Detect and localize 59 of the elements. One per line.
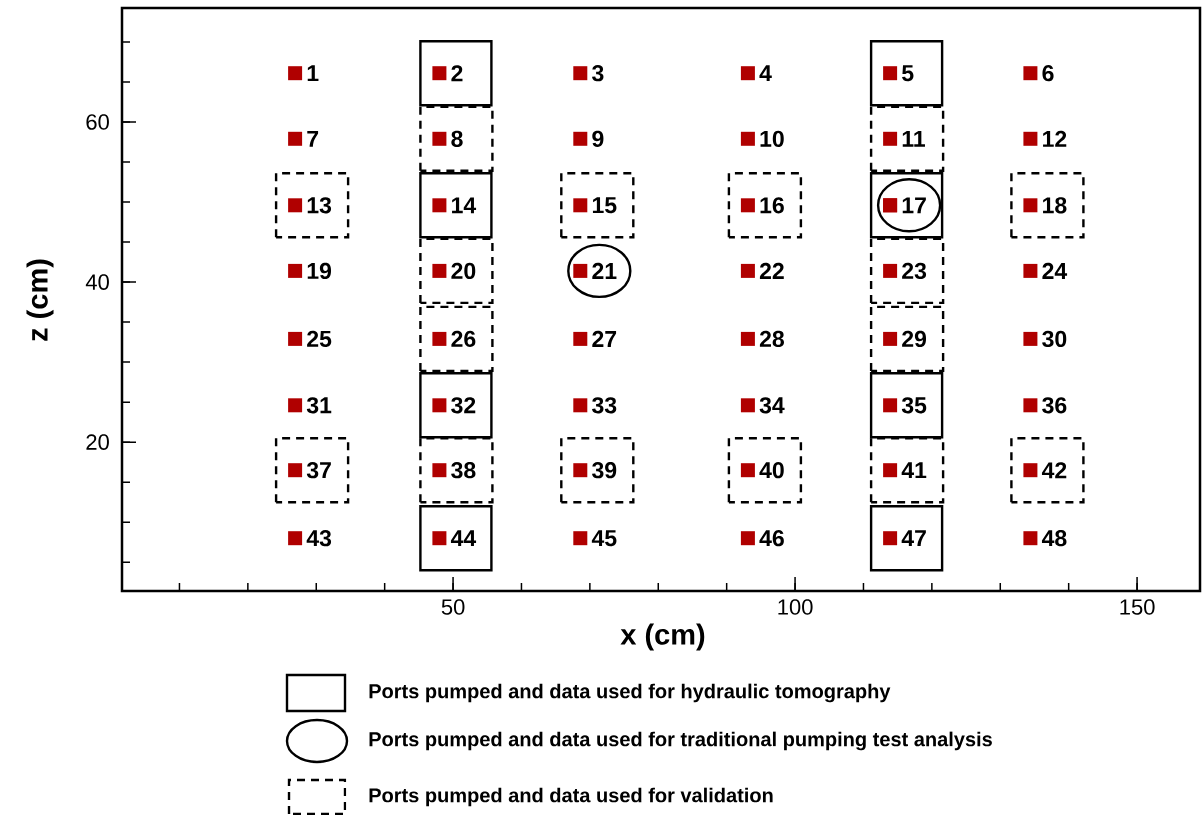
port-number: 15 bbox=[592, 197, 617, 214]
port-number: 40 bbox=[759, 462, 784, 479]
port-number: 11 bbox=[902, 130, 925, 147]
port-number: 10 bbox=[760, 130, 784, 147]
port-number: 39 bbox=[592, 462, 617, 479]
port-number: 6 bbox=[1042, 65, 1054, 82]
port-number: 31 bbox=[306, 397, 332, 414]
tick-label: 40 bbox=[85, 274, 109, 290]
tick-label: 100 bbox=[778, 599, 813, 615]
tick-label: 50 bbox=[441, 599, 465, 615]
port-number: 19 bbox=[307, 262, 332, 280]
port-number: 45 bbox=[591, 530, 617, 547]
port-number: 18 bbox=[1043, 197, 1067, 214]
port-number: 43 bbox=[306, 530, 332, 547]
port-number: 41 bbox=[901, 462, 927, 479]
port-number: 36 bbox=[1042, 397, 1067, 414]
port-number: 46 bbox=[759, 530, 784, 547]
port-number: 25 bbox=[307, 330, 332, 348]
port-number: 16 bbox=[760, 197, 784, 214]
port-number: 8 bbox=[451, 130, 463, 147]
legend-text: Ports pumped and data used for traditional pumping test analysis bbox=[369, 731, 992, 751]
port-number: 7 bbox=[307, 130, 319, 147]
port-number: 34 bbox=[759, 397, 785, 414]
port-number: 22 bbox=[759, 262, 784, 279]
port-number: 42 bbox=[1041, 462, 1067, 479]
tick-label: 150 bbox=[1120, 599, 1155, 615]
port-number: 12 bbox=[1043, 130, 1067, 147]
axis-label: z (cm) bbox=[26, 259, 54, 341]
axis-label: x (cm) bbox=[620, 623, 705, 651]
legend-text: Ports pumped and data used for hydraulic tomography bbox=[369, 683, 891, 703]
port-number: 9 bbox=[592, 130, 604, 147]
port-number: 24 bbox=[1042, 262, 1068, 279]
port-number: 44 bbox=[450, 530, 477, 547]
port-number: 29 bbox=[902, 330, 927, 348]
port-number: 28 bbox=[759, 330, 784, 348]
port-number: 17 bbox=[902, 197, 926, 214]
tick-label: 20 bbox=[86, 434, 109, 450]
port-number: 14 bbox=[452, 197, 477, 214]
legend-text: Ports pumped and data used for validation bbox=[369, 787, 773, 807]
port-number: 13 bbox=[307, 197, 332, 214]
port-number: 4 bbox=[759, 65, 772, 82]
port-number: 37 bbox=[306, 462, 331, 479]
port-number: 3 bbox=[592, 65, 604, 82]
port-number: 23 bbox=[902, 262, 927, 280]
port-number: 32 bbox=[451, 397, 476, 414]
port-number: 20 bbox=[451, 262, 476, 280]
port-number: 2 bbox=[451, 65, 463, 82]
tick-label: 60 bbox=[86, 114, 109, 130]
port-number: 21 bbox=[592, 262, 617, 279]
port-number: 27 bbox=[592, 330, 617, 347]
port-number: 33 bbox=[592, 397, 617, 414]
port-number: 5 bbox=[902, 65, 914, 82]
port-number: 30 bbox=[1042, 330, 1067, 348]
port-number: 35 bbox=[901, 397, 927, 414]
port-number: 47 bbox=[901, 530, 926, 547]
port-number: 48 bbox=[1041, 530, 1067, 547]
port-number: 26 bbox=[451, 330, 476, 348]
port-number: 38 bbox=[451, 462, 476, 479]
port-number: 1 bbox=[307, 65, 319, 82]
